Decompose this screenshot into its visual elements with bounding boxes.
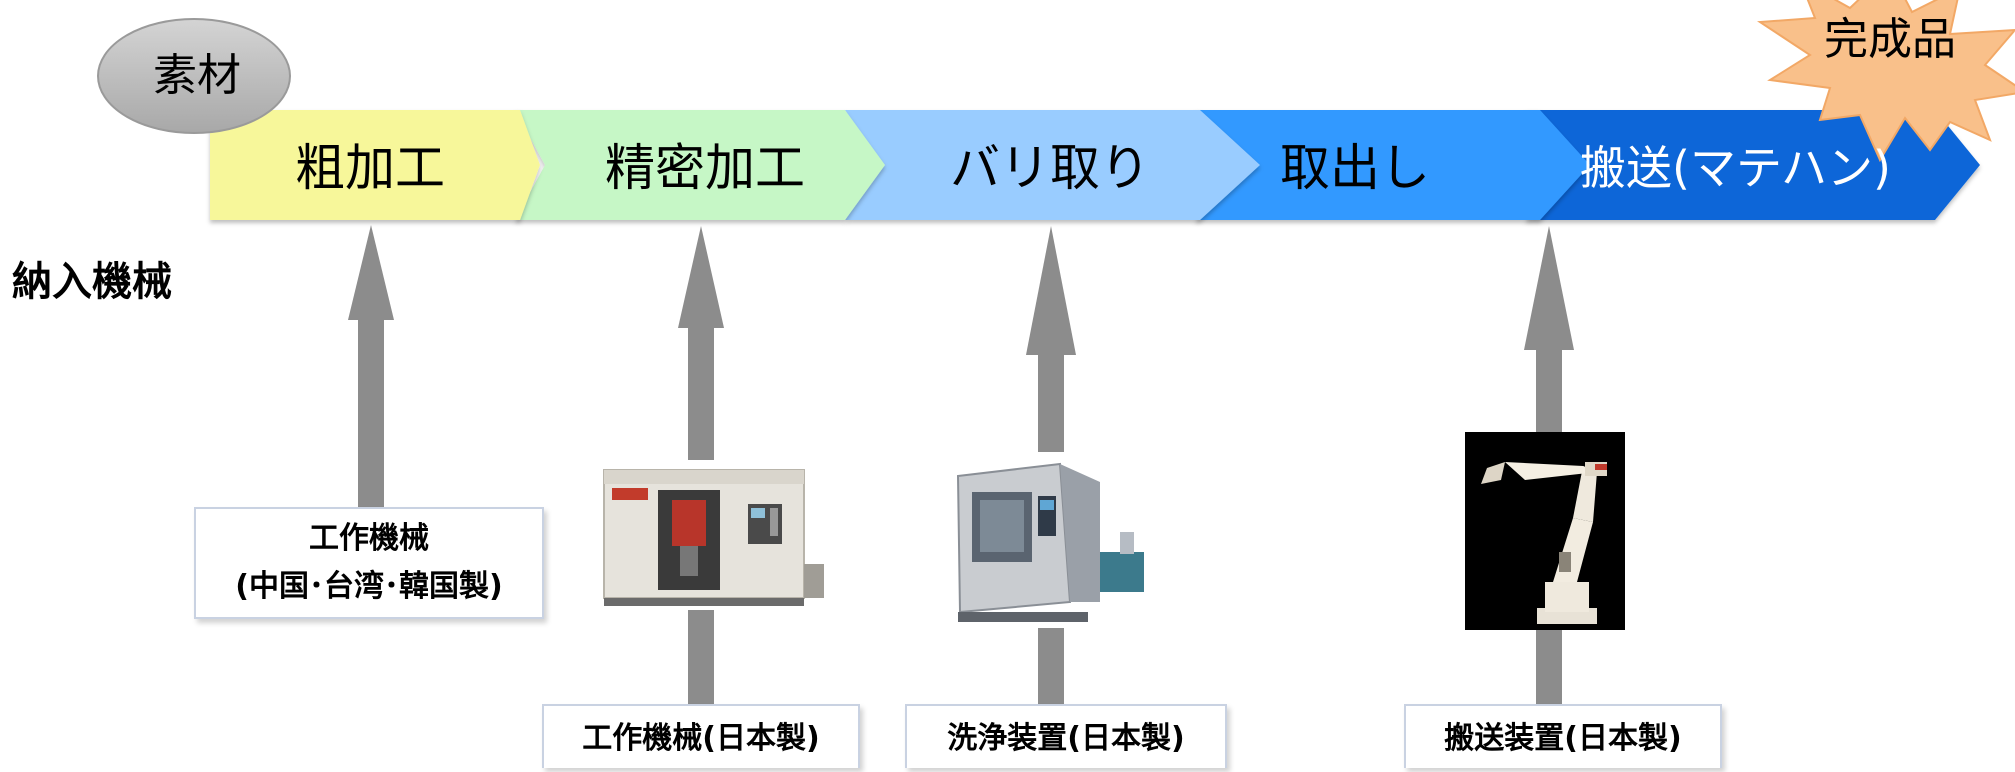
stage-arrow-transport	[1525, 110, 1980, 220]
stage-label-rough: 粗加工	[295, 139, 445, 197]
machine-box-washing: 洗浄装置(日本製)	[905, 704, 1227, 768]
stage-arrow-precision	[515, 110, 885, 220]
raw-material-badge	[97, 18, 291, 134]
machine-box-transport: 搬送装置(日本製)	[1404, 704, 1722, 768]
stage-arrow-unloading	[1195, 110, 1590, 220]
stage-arrow-deburring	[845, 110, 1260, 220]
stage-arrow-rough	[210, 110, 540, 220]
machine-box-japanese-tools: 工作機械(日本製)	[542, 704, 860, 768]
machine-box-line1: 工作機械	[309, 521, 429, 556]
machine-box-label: 搬送装置(日本製)	[1444, 721, 1682, 756]
finished-product-starburst	[1756, 0, 2015, 163]
washing-machine-icon	[950, 452, 1150, 628]
machine-box-label: 洗浄装置(日本製)	[947, 721, 1185, 756]
raw-material-label: 素材	[153, 50, 241, 101]
machine-box-line2: (中国･台湾･韓国製)	[235, 569, 503, 604]
machine-box-foreign-tools: 工作機械 (中国･台湾･韓国製)	[194, 507, 544, 619]
finished-product-label: 完成品	[1824, 14, 1956, 65]
section-title: 納入機械	[12, 259, 172, 305]
industrial-robot-icon	[1465, 432, 1625, 630]
stage-label-unloading: 取出し	[1280, 139, 1430, 197]
stage-label-deburring: バリ取り	[950, 139, 1150, 197]
stage-label-transport: 搬送(マテハン)	[1580, 141, 1891, 195]
machine-box-label: 工作機械(日本製)	[582, 721, 820, 756]
machining-center-icon	[598, 460, 828, 610]
stage-label-precision: 精密加工	[605, 139, 805, 197]
arrow-to-rough	[348, 225, 394, 510]
